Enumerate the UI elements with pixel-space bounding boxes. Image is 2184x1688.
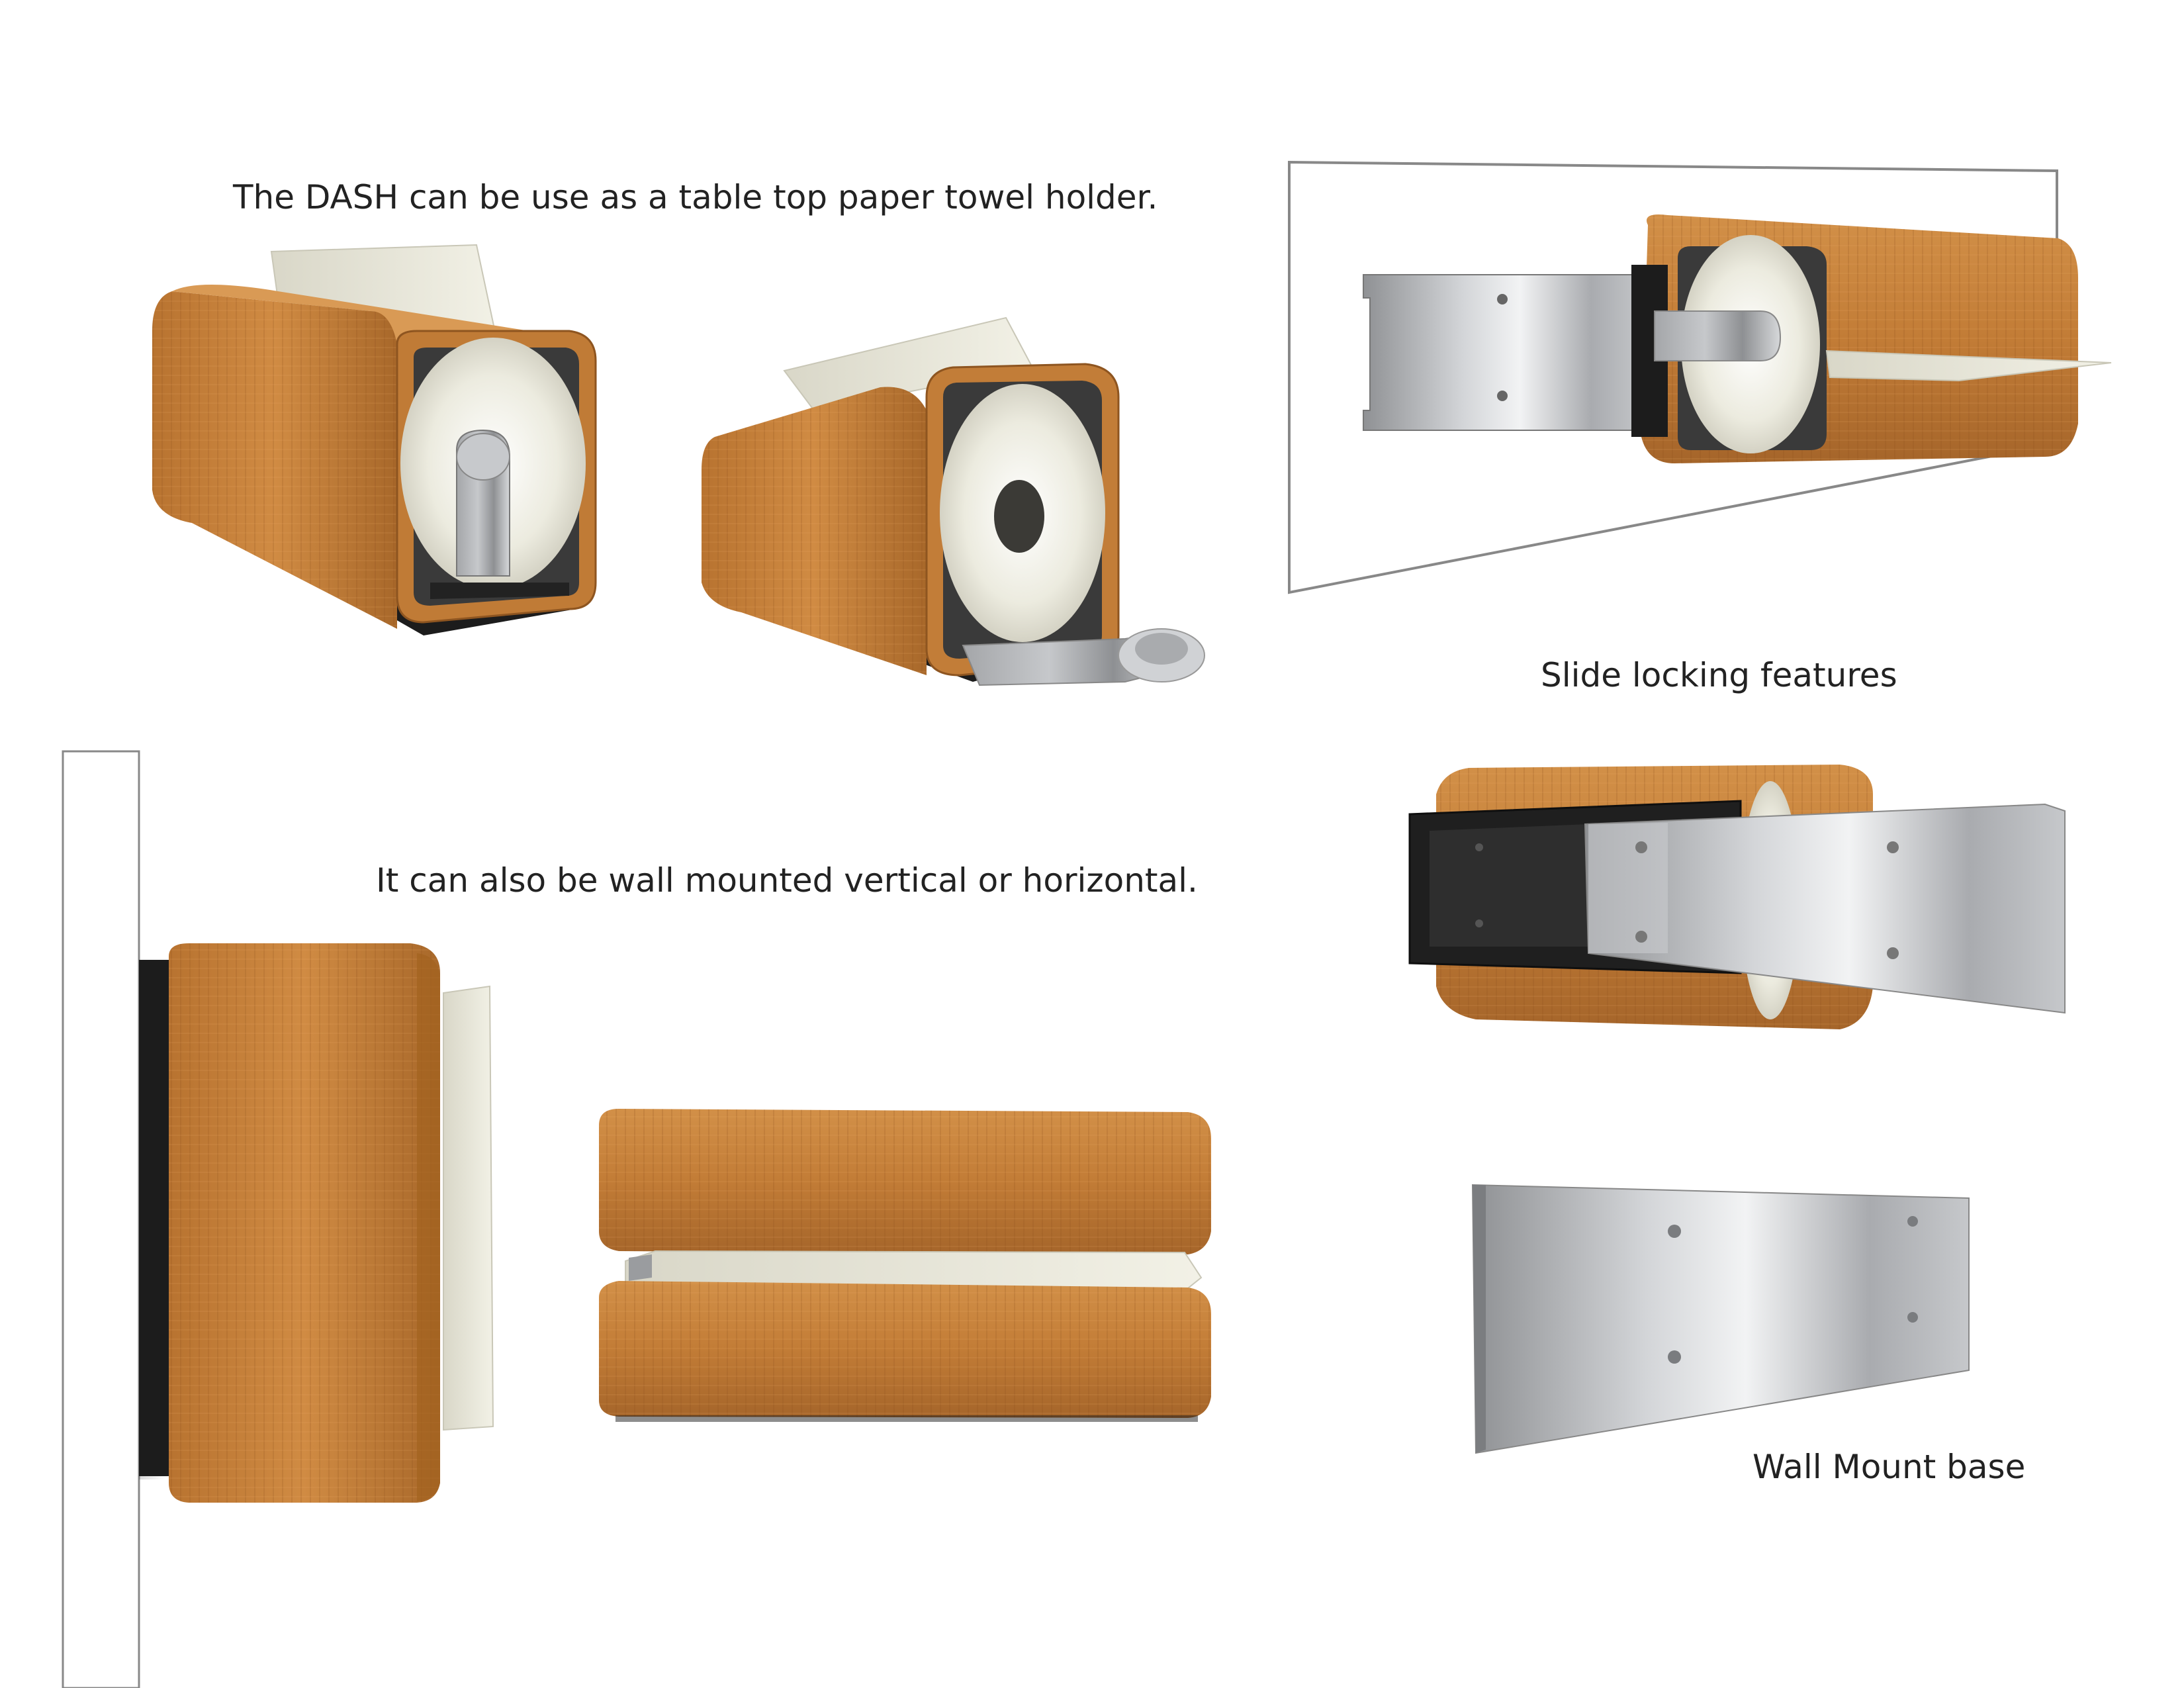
slide-lock-wall-view: [1288, 160, 2112, 594]
caption-slide-locking: Slide locking features: [1541, 656, 1897, 694]
tabletop-holder-front-view: [152, 244, 597, 635]
horizontal-wall-mount-view: [599, 1109, 1211, 1422]
tabletop-holder-angled-view: [702, 316, 1205, 686]
caption-wall-mount: It can also be wall mounted vertical or …: [376, 861, 1198, 900]
vertical-wall-mount-view: [62, 750, 494, 1688]
caption-wall-mount-base: Wall Mount base: [1752, 1448, 2026, 1486]
wall-mount-base-render: [1471, 1184, 1970, 1454]
caption-tabletop: The DASH can be use as a table top paper…: [233, 178, 1158, 216]
slide-lock-rear-view: [1408, 765, 2066, 1029]
